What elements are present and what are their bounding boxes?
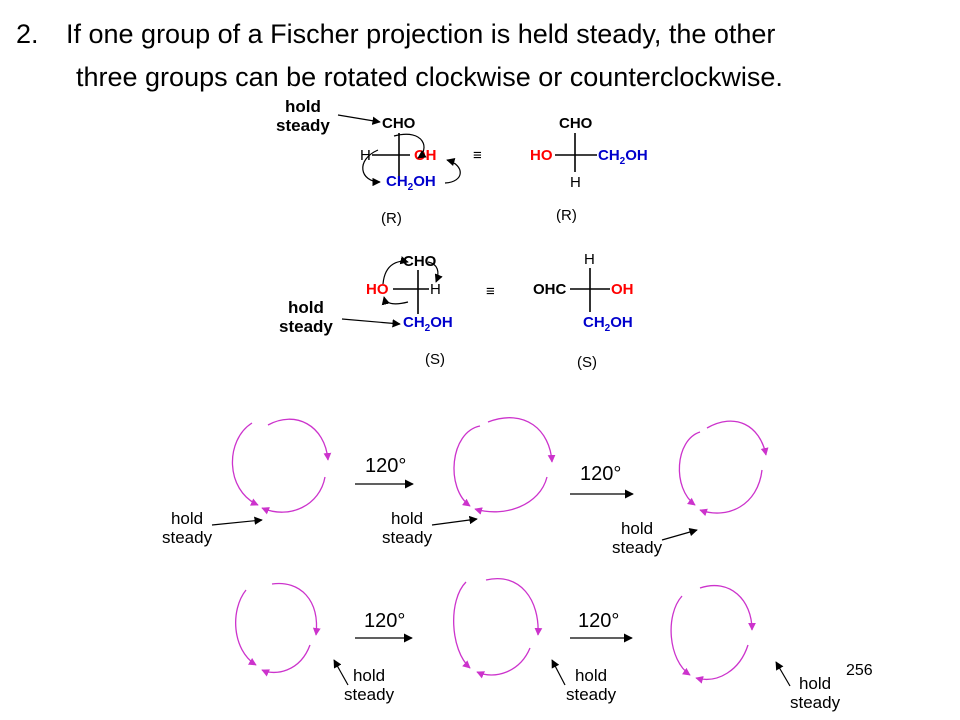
config-label-r: (R): [381, 210, 402, 227]
hold-steady-label: hold steady: [162, 509, 212, 547]
rotation-circle: [231, 417, 769, 517]
fischer-top-right: CHO HO CH2OH H (R): [530, 115, 648, 224]
steady-text: steady: [612, 538, 663, 557]
rotation-circle: [235, 578, 756, 684]
group-ho: HO: [366, 281, 389, 298]
angle-label: 120°: [364, 610, 406, 632]
pointer-arrow: [661, 528, 698, 541]
equivalent-symbol: ≡: [473, 147, 482, 164]
group-ch2oh: CH2OH: [583, 314, 633, 334]
group-h: H: [430, 281, 441, 298]
group-ch2oh: CH2OH: [386, 173, 436, 193]
hold-text: hold: [352, 666, 386, 685]
hold-text: hold: [284, 97, 321, 116]
steady-text: steady: [566, 685, 617, 704]
group-h: H: [360, 147, 371, 164]
pointer-arrow: [431, 515, 478, 526]
group-h: H: [584, 251, 595, 268]
group-cho: CHO: [559, 115, 593, 132]
steady-text: steady: [279, 317, 333, 336]
hold-steady-label: hold steady: [276, 97, 330, 135]
group-ho: HO: [530, 147, 553, 164]
fischer-middle-left: CHO HO H CH2OH (S): [366, 253, 453, 368]
hold-steady-label: hold steady: [790, 674, 840, 712]
rotation-row-1: [211, 417, 769, 541]
group-oh: OH: [414, 147, 437, 164]
steady-text: steady: [790, 693, 841, 712]
hold-steady-label: hold steady: [344, 666, 394, 704]
slide-number: 256: [846, 662, 873, 679]
steady-text: steady: [276, 116, 330, 135]
config-label-r: (R): [556, 207, 577, 224]
rotation-row-2: [235, 578, 791, 687]
hold-steady-label: hold steady: [382, 509, 432, 547]
hold-text: hold: [798, 674, 832, 693]
hold-steady-label: hold steady: [612, 519, 662, 557]
hold-text: hold: [574, 666, 608, 685]
config-label-s: (S): [577, 354, 597, 371]
steady-text: steady: [162, 528, 213, 547]
hold-steady-label: hold steady: [566, 666, 616, 704]
fischer-top-left: CHO H OH CH2OH (R): [360, 115, 461, 227]
group-h: H: [570, 174, 581, 191]
hold-text: hold: [287, 298, 324, 317]
hold-steady-label: hold steady: [279, 298, 333, 336]
group-ohc: OHC: [533, 281, 567, 298]
hold-text: hold: [620, 519, 654, 538]
steady-text: steady: [344, 685, 395, 704]
list-number: 2.: [16, 19, 39, 49]
pointer-arrow: [551, 659, 566, 686]
config-label-s: (S): [425, 351, 445, 368]
pointer-arrow: [337, 114, 381, 125]
pointer-arrow: [211, 516, 263, 526]
group-cho: CHO: [403, 253, 437, 270]
group-ch2oh: CH2OH: [403, 314, 453, 334]
steady-text: steady: [382, 528, 433, 547]
angle-label: 120°: [578, 610, 620, 632]
group-ch2oh: CH2OH: [598, 147, 648, 167]
heading-line-1: If one group of a Fischer projection is …: [66, 19, 776, 49]
angle-label: 120°: [580, 463, 622, 485]
pointer-arrow: [775, 661, 791, 687]
group-cho: CHO: [382, 115, 416, 132]
pointer-arrow: [341, 318, 401, 328]
group-oh: OH: [611, 281, 634, 298]
equivalent-symbol: ≡: [486, 283, 495, 300]
pointer-arrow: [333, 659, 349, 686]
angle-label: 120°: [365, 455, 407, 477]
hold-text: hold: [390, 509, 424, 528]
fischer-middle-right: H OHC OH CH2OH (S): [533, 251, 634, 371]
heading-line-2: three groups can be rotated clockwise or…: [76, 62, 783, 92]
hold-text: hold: [170, 509, 204, 528]
